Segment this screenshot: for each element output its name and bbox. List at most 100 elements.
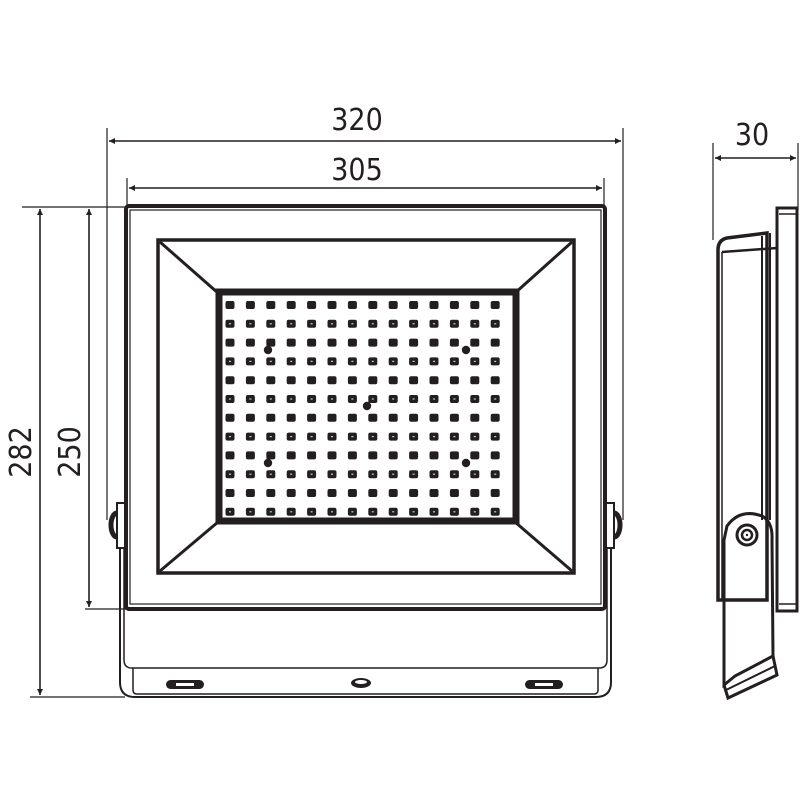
- bracket-right: [605, 502, 623, 549]
- led-chip: [266, 301, 276, 309]
- dim-label-320: 320: [331, 103, 383, 138]
- led-chip: [286, 489, 296, 497]
- led-chip: [368, 413, 378, 422]
- led-chip: [409, 338, 419, 347]
- dimension-depth: 30: [712, 118, 799, 240]
- led-chip: [388, 338, 398, 347]
- dim-label-30: 30: [735, 118, 769, 153]
- pivot-bolt-icon: [735, 523, 759, 547]
- led-chip: [347, 301, 357, 309]
- led-chip: [429, 413, 439, 422]
- screw-icon: [263, 458, 273, 468]
- reflector-frame: [156, 238, 576, 575]
- side-view: [716, 206, 799, 701]
- dim-label-305: 305: [331, 153, 383, 188]
- led-chip: [347, 413, 357, 422]
- led-chip: [225, 338, 235, 347]
- led-chip: [327, 451, 337, 460]
- led-chip: [368, 338, 378, 347]
- screw-icon: [263, 345, 273, 355]
- dimension-overall-width: 320: [106, 103, 624, 520]
- led-chip: [490, 376, 500, 385]
- bracket-slot-left: [166, 680, 204, 689]
- led-chip: [490, 338, 500, 347]
- led-chip: [409, 376, 419, 385]
- led-chip: [429, 489, 439, 497]
- led-chip: [449, 338, 459, 347]
- led-chip: [368, 451, 378, 460]
- led-chip: [409, 301, 419, 309]
- led-chip: [347, 338, 357, 347]
- led-chip: [225, 489, 235, 497]
- led-chip: [327, 376, 337, 385]
- led-chip: [225, 413, 235, 422]
- dimension-body-width: 305: [126, 153, 605, 210]
- led-chip: [286, 338, 296, 347]
- led-chip: [347, 376, 357, 385]
- led-chip: [266, 413, 276, 422]
- front-view: [108, 204, 623, 698]
- led-chip: [368, 489, 378, 497]
- bracket-slot-center: [351, 678, 371, 688]
- led-chip: [245, 489, 255, 497]
- led-chip: [388, 489, 398, 497]
- led-chip: [449, 489, 459, 497]
- led-chip: [225, 376, 235, 385]
- led-chip: [225, 451, 235, 460]
- led-chip: [388, 451, 398, 460]
- led-chip: [470, 338, 480, 347]
- led-chip: [286, 301, 296, 309]
- led-chip: [225, 301, 235, 309]
- led-chip: [286, 413, 296, 422]
- led-chip: [307, 413, 317, 422]
- led-chip: [327, 489, 337, 497]
- led-chip: [429, 451, 439, 460]
- led-chip: [470, 489, 480, 497]
- screw-icon: [461, 345, 471, 355]
- led-chip: [368, 376, 378, 385]
- led-chip: [409, 451, 419, 460]
- bracket-slot-right: [525, 680, 563, 689]
- led-chip: [245, 413, 255, 422]
- side-bracket-arm: [722, 512, 775, 689]
- led-chip: [347, 489, 357, 497]
- led-chip: [409, 489, 419, 497]
- led-chip: [245, 376, 255, 385]
- dim-label-250: 250: [53, 426, 88, 478]
- led-chip: [266, 451, 276, 460]
- led-chip: [307, 489, 317, 497]
- led-chip: [388, 413, 398, 422]
- led-chip: [388, 376, 398, 385]
- dimension-overall-height: 282: [4, 206, 125, 698]
- dim-label-282: 282: [4, 426, 39, 478]
- screw-icon: [362, 401, 372, 411]
- led-chip: [490, 489, 500, 497]
- led-chip: [429, 301, 439, 309]
- led-chip: [449, 413, 459, 422]
- led-chip: [307, 376, 317, 385]
- led-chip: [368, 301, 378, 309]
- led-chip: [327, 338, 337, 347]
- led-chip: [307, 451, 317, 460]
- led-chip: [266, 489, 276, 497]
- led-chip: [245, 451, 255, 460]
- led-chip: [307, 338, 317, 347]
- led-chip: [429, 338, 439, 347]
- led-grid: [225, 301, 500, 516]
- led-chip: [245, 338, 255, 347]
- led-chip: [470, 413, 480, 422]
- led-panel: [215, 288, 520, 525]
- led-chip: [449, 451, 459, 460]
- lens-screws: [263, 345, 471, 468]
- led-chip: [327, 301, 337, 309]
- led-chip: [470, 301, 480, 309]
- led-chip: [429, 376, 439, 385]
- screw-icon: [461, 458, 471, 468]
- dimension-body-height: 250: [53, 209, 128, 610]
- led-chip: [449, 376, 459, 385]
- led-chip: [266, 338, 276, 347]
- led-chip: [490, 451, 500, 460]
- led-chip: [490, 413, 500, 422]
- led-chip: [327, 413, 337, 422]
